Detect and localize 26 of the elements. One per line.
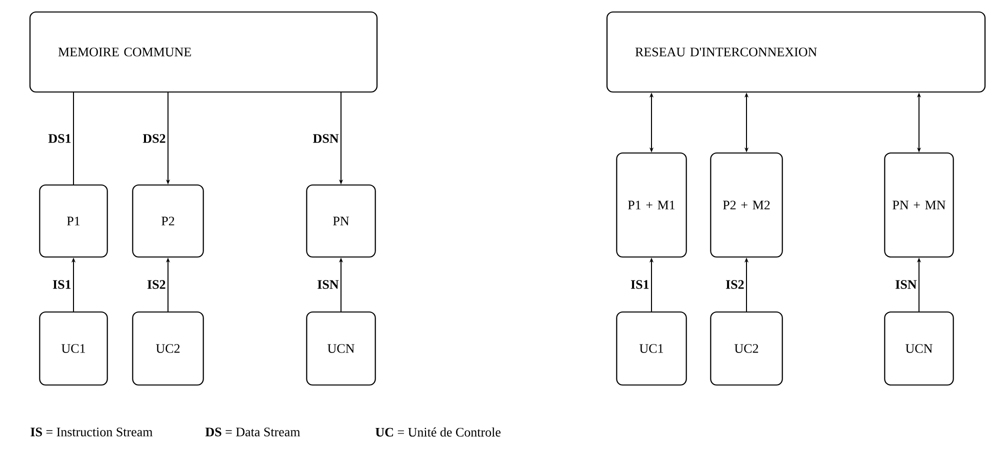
component-box: UCN xyxy=(884,311,954,386)
component-box: P2 xyxy=(132,184,204,258)
component-box: PN + MN xyxy=(884,152,954,258)
edge-label: IS2 xyxy=(147,280,166,289)
edge-label: ISN xyxy=(896,280,917,289)
legend-text: UC = Unité de Controle xyxy=(376,427,501,437)
component-box: UC2 xyxy=(132,311,204,386)
component-box: UC1 xyxy=(39,311,108,386)
edge-label: DS2 xyxy=(142,134,166,143)
edge-label: IS1 xyxy=(630,280,649,289)
edge-label: ISN xyxy=(318,280,339,289)
component-box: P2 + M2 xyxy=(710,152,783,258)
component-box: MEMOIRE COMMUNE xyxy=(29,11,378,93)
edge-label: DSN xyxy=(313,134,339,143)
component-box: P1 + M1 xyxy=(616,152,687,258)
edge-label: IS2 xyxy=(726,280,744,289)
component-box: RESEAU D'INTERCONNEXION xyxy=(606,11,986,93)
legend-text: DS = Data Stream xyxy=(205,428,300,436)
component-box: P1 xyxy=(39,184,108,258)
component-box: UC2 xyxy=(710,311,783,386)
component-box: UC1 xyxy=(616,311,687,386)
component-box: UCN xyxy=(306,311,376,386)
legend-text: IS = Instruction Stream xyxy=(30,428,153,436)
edge-label: DS1 xyxy=(48,134,71,143)
edge-label: IS1 xyxy=(52,280,71,289)
component-box: PN xyxy=(306,184,376,258)
